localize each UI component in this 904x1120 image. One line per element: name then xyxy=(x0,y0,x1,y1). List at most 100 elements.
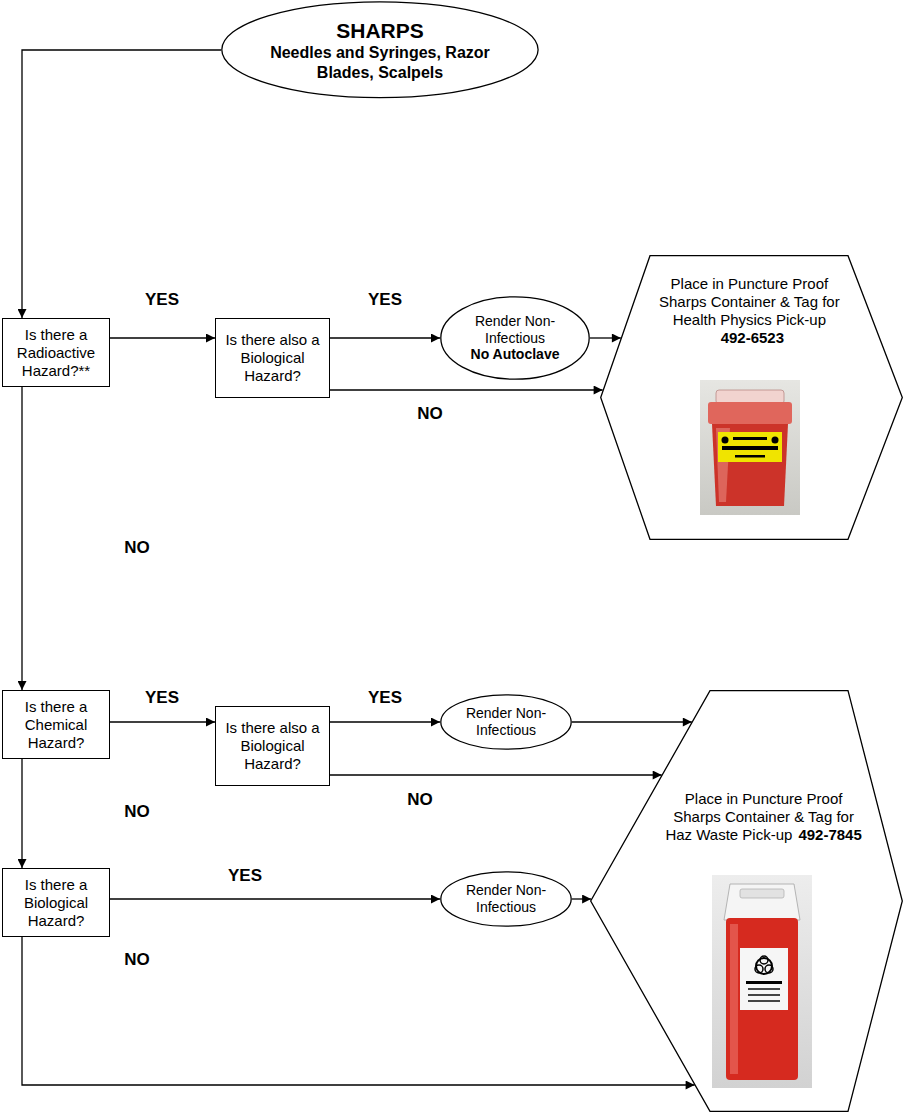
edge-label: NO xyxy=(122,950,152,969)
edge-label: NO xyxy=(415,404,445,423)
node-text: No Autoclave xyxy=(461,346,569,363)
connector-arrow xyxy=(330,389,603,390)
label-print-mark xyxy=(748,1000,780,1002)
edge-label-box: YES xyxy=(143,688,181,708)
radioactive-container-photo xyxy=(700,380,800,515)
connector-arrow xyxy=(330,721,440,722)
action-ellipse: Render Non-Infectious xyxy=(440,694,572,750)
container-lid xyxy=(724,884,800,920)
connector-arrow xyxy=(330,337,440,338)
connector-arrow xyxy=(572,721,692,722)
edge-label-box: YES xyxy=(143,290,181,310)
node-text: Is there a Radioactive Hazard?** xyxy=(9,326,103,380)
edge-label: NO xyxy=(405,790,435,809)
connector-arrow xyxy=(572,898,591,899)
decision-box: Is there also a Biological Hazard? xyxy=(215,318,330,398)
photo-backdrop xyxy=(700,380,800,515)
node-text: 492-6523 xyxy=(721,329,784,347)
ellipse-shape xyxy=(441,872,571,926)
connector-arrow xyxy=(22,50,221,318)
ellipse-shape xyxy=(441,695,571,749)
decision-box: Is there a Biological Hazard? xyxy=(2,868,110,937)
hexagon-shape xyxy=(601,256,903,540)
warning-label xyxy=(718,432,782,462)
photo-backdrop xyxy=(712,875,812,1088)
action-ellipse: Render Non-InfectiousNo Autoclave xyxy=(440,296,590,380)
text-group: Render Non-Infectious xyxy=(456,882,556,916)
container-lid xyxy=(708,402,792,424)
ellipse-shape xyxy=(441,297,589,379)
action-ellipse: Render Non-Infectious xyxy=(440,871,572,927)
node-text: Render Non-Infectious xyxy=(456,882,556,916)
container-highlight xyxy=(730,924,738,1074)
edge-label-box: YES xyxy=(226,866,264,886)
lid-opening xyxy=(740,889,784,898)
biohazard-container-photo xyxy=(712,875,812,1088)
text-group: Place in Puncture Proof Sharps Container… xyxy=(664,790,864,844)
connector-arrow xyxy=(330,774,662,775)
node-text: Is there a Chemical Hazard? xyxy=(9,698,103,752)
connector-arrow xyxy=(21,387,22,690)
disposal-hexagon: Place in Puncture Proof Sharps Container… xyxy=(600,255,903,540)
decision-box: Is there a Radioactive Hazard?** xyxy=(2,318,110,387)
connector-arrow xyxy=(590,337,621,338)
disposal-hexagon: Place in Puncture Proof Sharps Container… xyxy=(590,690,903,1112)
edge-label-box: NO xyxy=(405,790,435,810)
node-text: 492-7845 xyxy=(798,826,861,844)
edge-label: YES xyxy=(366,688,404,707)
label-print-mark xyxy=(733,437,767,440)
connector-arrow xyxy=(22,937,695,1085)
container-body xyxy=(712,424,788,506)
text-group: Place in Puncture Proof Sharps Container… xyxy=(654,275,844,347)
node-text: Place in Puncture Proof Sharps Container… xyxy=(659,275,840,328)
node-text: Is there a Biological Hazard? xyxy=(9,876,103,930)
node-text: Is there also a Biological Hazard? xyxy=(222,331,323,385)
edge-label-box: YES xyxy=(366,290,404,310)
radiation-symbol xyxy=(722,437,729,444)
text-group: Render Non-InfectiousNo Autoclave xyxy=(461,313,569,363)
edge-label-box: NO xyxy=(122,538,152,558)
edge-label-box: YES xyxy=(366,688,404,708)
ellipse-shape xyxy=(222,2,538,98)
connector-arrow xyxy=(110,721,215,722)
node-text: Is there also a Biological Hazard? xyxy=(222,719,323,773)
edge-label: NO xyxy=(122,538,152,557)
hexagon-outline xyxy=(590,690,903,1112)
label-print-mark xyxy=(748,988,780,990)
node-text: Needles and Syringes, Razor Blades, Scal… xyxy=(270,43,490,81)
edge-label-box: NO xyxy=(122,802,152,822)
hexagon-shape xyxy=(591,691,903,1112)
edge-label: NO xyxy=(122,802,152,821)
radiation-symbol xyxy=(772,437,779,444)
biohazard-symbol xyxy=(760,956,768,964)
edge-label-box: NO xyxy=(122,950,152,970)
connector-group xyxy=(22,50,695,1085)
node-text: SHARPS xyxy=(270,18,490,43)
edge-label: YES xyxy=(366,290,404,309)
text-group: Is there a Radioactive Hazard?** xyxy=(9,326,103,380)
container-lid-top xyxy=(716,390,784,404)
label-print-mark xyxy=(746,981,782,984)
connector-arrow xyxy=(110,898,440,899)
edge-label: YES xyxy=(143,688,181,707)
text-group: Is there also a Biological Hazard? xyxy=(222,331,323,385)
connector-arrow xyxy=(110,337,215,338)
text-group: Render Non-Infectious xyxy=(456,705,556,739)
container-body xyxy=(726,918,798,1080)
text-group: Is there a Biological Hazard? xyxy=(9,876,103,930)
decision-box: Is there also a Biological Hazard? xyxy=(215,706,330,786)
label-print-mark xyxy=(722,446,778,450)
biohazard-symbol xyxy=(756,958,772,974)
label-print-mark xyxy=(748,994,780,996)
warning-label xyxy=(740,948,788,1010)
biohazard-symbol xyxy=(755,965,763,973)
text-group: Is there also a Biological Hazard? xyxy=(222,719,323,773)
text-group: Is there a Chemical Hazard? xyxy=(9,698,103,752)
biohazard-symbol xyxy=(765,965,773,973)
start-ellipse: SHARPSNeedles and Syringes, Razor Blades… xyxy=(221,1,539,98)
edge-label: YES xyxy=(143,290,181,309)
node-text: Render Non-Infectious xyxy=(461,313,569,347)
text-group: SHARPSNeedles and Syringes, Razor Blades… xyxy=(270,18,490,82)
